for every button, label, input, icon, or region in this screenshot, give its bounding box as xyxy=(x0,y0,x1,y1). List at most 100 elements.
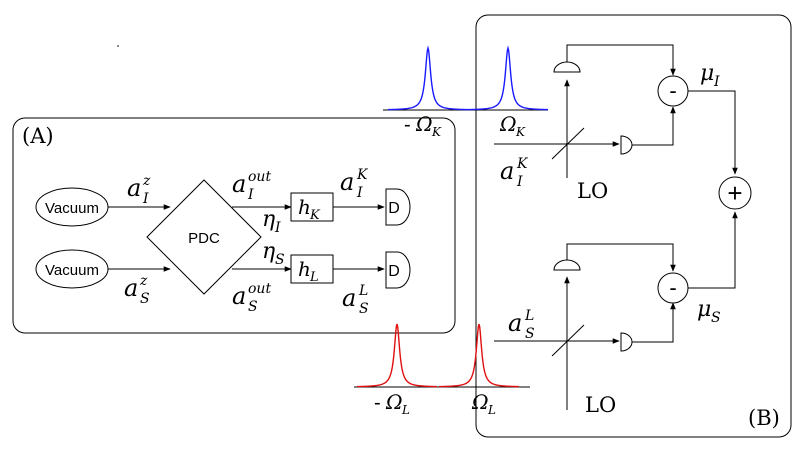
svg-text:L: L xyxy=(524,308,534,324)
beamsplitter-bottom xyxy=(551,324,585,357)
svg-text:K: K xyxy=(356,167,369,183)
label-eta-S: η S xyxy=(262,239,285,268)
red-peak-left xyxy=(356,323,438,388)
svg-text:Ω: Ω xyxy=(499,112,517,136)
label-a-S-L-panelB: a L S xyxy=(508,308,535,342)
panel-a-label: (A) xyxy=(22,124,54,148)
wire-top-lower xyxy=(632,106,676,146)
label-minus-omega-L: - Ω L xyxy=(374,390,410,417)
svg-text:K: K xyxy=(309,208,321,223)
subtractor-top-sign: - xyxy=(669,78,676,103)
svg-text:K: K xyxy=(431,125,442,139)
pdc-diamond xyxy=(146,179,262,295)
vacuum-label-bottom: Vacuum xyxy=(45,262,99,279)
detector-label-top: D xyxy=(388,200,400,217)
svg-text:I: I xyxy=(274,220,281,236)
blue-peak-left xyxy=(387,45,469,111)
svg-text:a: a xyxy=(232,282,246,310)
svg-text:-: - xyxy=(404,114,411,136)
svg-text:a: a xyxy=(342,284,356,312)
svg-text:L: L xyxy=(487,403,496,417)
blue-peak-right xyxy=(467,45,549,111)
red-peak-right xyxy=(438,323,520,388)
label-a-I-K-panelB: a K I xyxy=(500,156,529,190)
photodiode-bottom-right xyxy=(620,332,633,352)
subtractor-bottom-sign: - xyxy=(669,275,676,300)
label-mu-I: μ I xyxy=(700,61,720,90)
svg-text:out: out xyxy=(248,169,271,185)
detector-label-bottom: D xyxy=(388,263,400,280)
speck-dot xyxy=(117,45,119,47)
svg-text:I: I xyxy=(713,74,720,90)
panel-a-frame xyxy=(12,117,456,334)
detector-top xyxy=(385,188,411,226)
lo-label-top: LO xyxy=(577,179,608,203)
svg-text:η: η xyxy=(262,239,275,264)
photodiode-top-right xyxy=(620,135,633,155)
panel-b-frame xyxy=(475,14,792,438)
svg-text:L: L xyxy=(309,270,319,285)
wire-mu-S xyxy=(688,211,738,289)
label-h-L: h L xyxy=(298,257,319,285)
label-omega-K: Ω K xyxy=(499,112,526,139)
label-h-K: h K xyxy=(298,195,321,223)
vacuum-label-top: Vacuum xyxy=(45,200,99,217)
svg-text:S: S xyxy=(140,291,150,307)
svg-text:η: η xyxy=(262,207,275,232)
svg-text:S: S xyxy=(248,299,258,315)
svg-text:z: z xyxy=(139,273,148,289)
wire-bottom-upper xyxy=(566,243,676,272)
beamsplitter-top xyxy=(551,127,585,160)
svg-text:K: K xyxy=(515,125,526,139)
wire-bottom-lower xyxy=(632,302,676,343)
panel-b-label: (B) xyxy=(748,406,780,430)
svg-text:I: I xyxy=(247,187,254,203)
svg-text:a: a xyxy=(232,170,246,198)
svg-text:L: L xyxy=(358,283,368,299)
svg-text:S: S xyxy=(525,326,535,342)
summing-node xyxy=(718,176,752,210)
label-a-S-out: a out S xyxy=(232,281,271,315)
label-a-I-z: a z I xyxy=(127,173,151,207)
wire-mu-I xyxy=(688,90,738,175)
svg-text:a: a xyxy=(124,274,138,302)
label-minus-omega-K: - Ω K xyxy=(404,112,442,139)
pdc-label: PDC xyxy=(188,230,220,247)
wire-top-upper xyxy=(566,44,676,76)
photodiode-bottom-up xyxy=(553,259,581,271)
label-a-I-out: a out I xyxy=(232,169,271,203)
photodiode-top-up xyxy=(553,61,581,73)
label-eta-I: η I xyxy=(262,207,281,236)
svg-text:-: - xyxy=(374,392,381,414)
lo-label-bottom: LO xyxy=(585,393,616,417)
svg-text:S: S xyxy=(275,252,285,268)
svg-text:h: h xyxy=(298,195,311,219)
svg-text:a: a xyxy=(127,174,141,202)
svg-text:Ω: Ω xyxy=(415,112,433,136)
label-a-S-L-panelA: a L S xyxy=(342,283,369,317)
svg-text:S: S xyxy=(359,301,369,317)
svg-text:I: I xyxy=(142,191,149,207)
summing-node-sign: + xyxy=(727,178,742,208)
label-a-I-K-panelA: a K I xyxy=(340,167,369,201)
svg-text:I: I xyxy=(516,174,523,190)
svg-text:μ: μ xyxy=(697,297,711,322)
svg-text:K: K xyxy=(516,156,529,172)
svg-text:z: z xyxy=(142,173,151,189)
detector-bottom xyxy=(385,251,411,289)
label-mu-S: μ S xyxy=(697,297,721,326)
svg-text:L: L xyxy=(401,403,410,417)
svg-text:out: out xyxy=(248,281,271,297)
svg-text:a: a xyxy=(508,309,522,337)
svg-text:a: a xyxy=(500,157,514,185)
label-a-S-z: a z S xyxy=(124,273,150,307)
svg-text:a: a xyxy=(340,168,354,196)
svg-text:I: I xyxy=(356,185,363,201)
svg-text:μ: μ xyxy=(700,61,714,86)
svg-text:h: h xyxy=(298,257,311,281)
label-omega-L: Ω L xyxy=(471,390,496,417)
svg-text:Ω: Ω xyxy=(385,390,403,414)
svg-text:Ω: Ω xyxy=(471,390,489,414)
svg-text:S: S xyxy=(711,310,721,326)
